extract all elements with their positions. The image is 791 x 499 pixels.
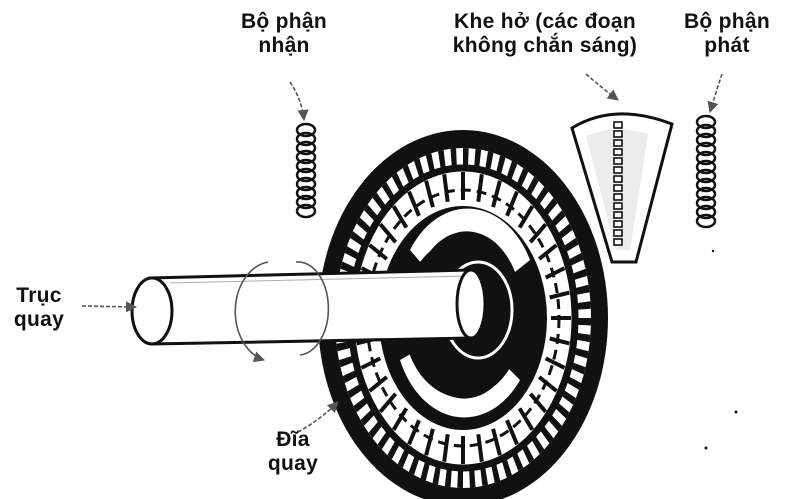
slit-label-line2: không chắn sáng) (430, 34, 660, 58)
receiver-coil (297, 124, 315, 217)
shaft-label-line2: quay (4, 308, 74, 332)
emitter-label-line2: phát (672, 34, 782, 58)
receiver-label-line2: nhận (224, 34, 344, 58)
shaft-label-line1: Trục (4, 284, 74, 308)
receiver-label: Bộ phận nhận (224, 10, 344, 58)
emitter-label: Bộ phận phát (672, 10, 782, 58)
emitter-label-line1: Bộ phận (672, 10, 782, 34)
disk-label: Đĩa quay (248, 428, 338, 476)
slit-label: Khe hở (các đoạn không chắn sáng) (430, 10, 660, 58)
receiver-label-line1: Bộ phận (224, 10, 344, 34)
slit-label-line1: Khe hở (các đoạn (430, 10, 660, 34)
disk-label-line2: quay (248, 452, 338, 476)
emitter-coil (697, 116, 715, 227)
shaft-label: Trục quay (4, 284, 74, 332)
rotating-shaft (132, 270, 485, 344)
disk-label-line1: Đĩa (248, 428, 338, 452)
